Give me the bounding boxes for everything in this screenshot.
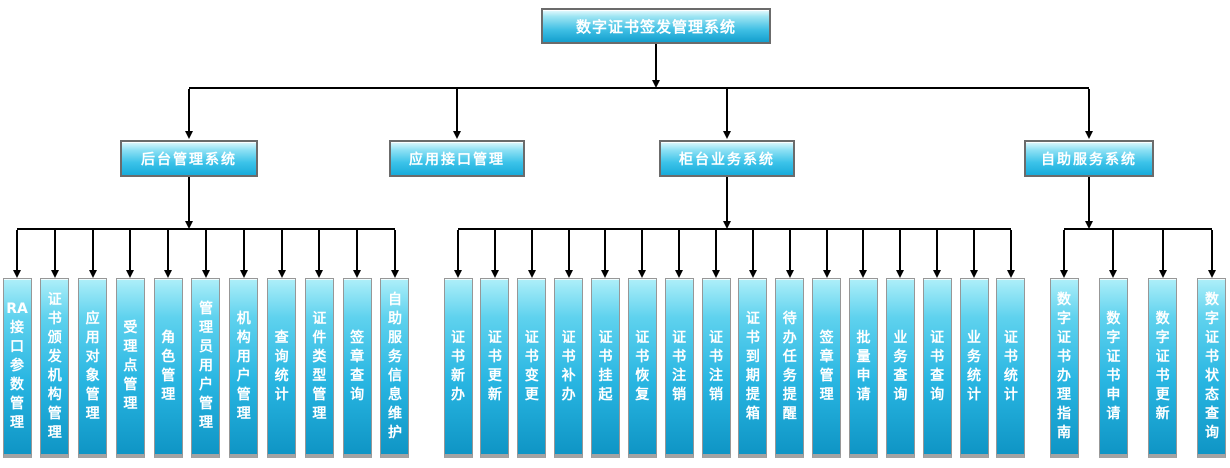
node-backend-system: 后台管理系统 <box>120 140 258 177</box>
connector-level2-bus <box>189 87 1089 89</box>
leaf-node: 证书恢复 <box>627 230 657 458</box>
leaf-label: 证书查询 <box>930 329 945 403</box>
connector-selfservice-down <box>1088 177 1090 221</box>
leaf-node: 证书补办 <box>554 230 584 458</box>
leaf-label: 证书挂起 <box>598 329 613 403</box>
leaf-label: 证书变更 <box>524 329 539 403</box>
leaf-node: 角色管理 <box>153 230 183 458</box>
arrow-drop-api <box>453 131 461 139</box>
node-selfservice-system: 自助服务系统 <box>1024 140 1154 177</box>
leaf-node: 数字证书更新 <box>1148 230 1178 458</box>
connector-drop-selfservice <box>1088 89 1090 131</box>
leaf-node: 待办任务提醒 <box>775 230 805 458</box>
leaf-node: 证书注销 <box>701 230 731 458</box>
leaf-label: 应用对象管理 <box>85 310 100 422</box>
arrow-counter-down <box>723 221 731 229</box>
leaf-label: 证书恢复 <box>635 329 650 403</box>
node-counter-system: 柜台业务系统 <box>659 140 795 177</box>
leaf-node: 数字证书办理指南 <box>1049 230 1079 458</box>
leaf-node: 证书注销 <box>664 230 694 458</box>
leaf-label: 证书注销 <box>709 329 724 403</box>
leaf-label: 证书统计 <box>1003 329 1018 403</box>
leaf-node: 证书变更 <box>517 230 547 458</box>
leaf-node: 查询统计 <box>267 230 297 458</box>
leaf-label: 查询统计 <box>274 329 289 403</box>
leaf-label: 机构用户管理 <box>236 310 251 422</box>
leaf-node: 证书到期提箱 <box>738 230 768 458</box>
node-counter-label: 柜台业务系统 <box>679 151 775 168</box>
leaf-label: 角色管理 <box>161 329 176 403</box>
leaf-label: 管理员用户管理 <box>198 301 213 431</box>
connector-backend-bus <box>17 228 395 230</box>
connector-drop-backend <box>188 89 190 131</box>
leaf-node: 证件类型管理 <box>304 230 334 458</box>
arrow-drop-selfservice <box>1085 131 1093 139</box>
leaf-node: 业务统计 <box>959 230 989 458</box>
leaf-node: 证书颁发机构管理 <box>40 230 70 458</box>
leaf-label: 业务查询 <box>893 329 908 403</box>
connector-root-drop <box>655 44 657 80</box>
leaf-node: 受理点管理 <box>115 230 145 458</box>
leaf-label: 待办任务提醒 <box>782 310 797 422</box>
leaf-node: 证书统计 <box>996 230 1026 458</box>
leaf-label: 数字证书办理指南 <box>1057 291 1071 441</box>
leaf-label: 签章查询 <box>350 329 365 403</box>
leaf-label: 证书到期提箱 <box>745 310 760 422</box>
leaf-node: 证书挂起 <box>590 230 620 458</box>
leaf-label: 证书补办 <box>561 329 576 403</box>
arrow-selfservice-down <box>1085 221 1093 229</box>
leaf-group-counter: 证书新办 证书更新 证书变更 证书补办 证书挂起 证书恢复 证书注销 证书注销 … <box>443 230 1026 458</box>
arrow-drop-counter <box>723 131 731 139</box>
leaf-node: 机构用户管理 <box>229 230 259 458</box>
connector-drop-counter <box>726 89 728 131</box>
leaf-group-selfservice: 数字证书办理指南 数字证书申请 数字证书更新 数字证书状态查询 <box>1049 230 1227 458</box>
connector-selfservice-bus <box>1064 228 1212 230</box>
node-api-management: 应用接口管理 <box>389 140 525 177</box>
leaf-label: 签章管理 <box>819 329 834 403</box>
node-backend-label: 后台管理系统 <box>141 151 237 168</box>
leaf-node: 证书更新 <box>480 230 510 458</box>
connector-drop-api <box>456 89 458 131</box>
leaf-node: 管理员用户管理 <box>191 230 221 458</box>
leaf-label: 数字证书更新 <box>1155 310 1170 422</box>
leaf-label: 批量申请 <box>856 329 871 403</box>
arrow-root-drop <box>652 80 660 88</box>
leaf-node: 签章查询 <box>342 230 372 458</box>
leaf-label: 证书注销 <box>672 329 687 403</box>
leaf-label: 证件类型管理 <box>312 310 327 422</box>
leaf-label: 证书新办 <box>451 329 465 403</box>
leaf-label: 受理点管理 <box>123 320 138 412</box>
arrow-drop-backend <box>185 131 193 139</box>
leaf-node: 数字证书申请 <box>1098 230 1128 458</box>
leaf-label: 数字证书状态查询 <box>1204 291 1219 441</box>
leaf-node: 批量申请 <box>848 230 878 458</box>
leaf-label: 业务统计 <box>967 329 982 403</box>
leaf-node: 证书新办 <box>443 230 473 458</box>
connector-counter-bus <box>458 228 1011 230</box>
leaf-label: 证书颁发机构管理 <box>47 291 62 441</box>
leaf-label: 证书更新 <box>487 329 502 403</box>
leaf-label: 数字证书申请 <box>1106 310 1121 422</box>
node-api-label: 应用接口管理 <box>409 151 505 168</box>
connector-counter-down <box>726 177 728 221</box>
leaf-node: 业务查询 <box>885 230 915 458</box>
connector-backend-down <box>188 177 190 221</box>
leaf-node: 自助服务信息维护 <box>380 230 410 458</box>
root-node: 数字证书签发管理系统 <box>541 8 771 44</box>
leaf-node: 应用对象管理 <box>78 230 108 458</box>
arrow-backend-down <box>185 221 193 229</box>
node-selfservice-label: 自助服务系统 <box>1041 151 1137 168</box>
leaf-label: 自助服务信息维护 <box>387 291 402 441</box>
leaf-node: 签章管理 <box>812 230 842 458</box>
leaf-node: 数字证书状态查询 <box>1197 230 1227 458</box>
root-label: 数字证书签发管理系统 <box>575 17 736 36</box>
leaf-node: 证书查询 <box>922 230 952 458</box>
